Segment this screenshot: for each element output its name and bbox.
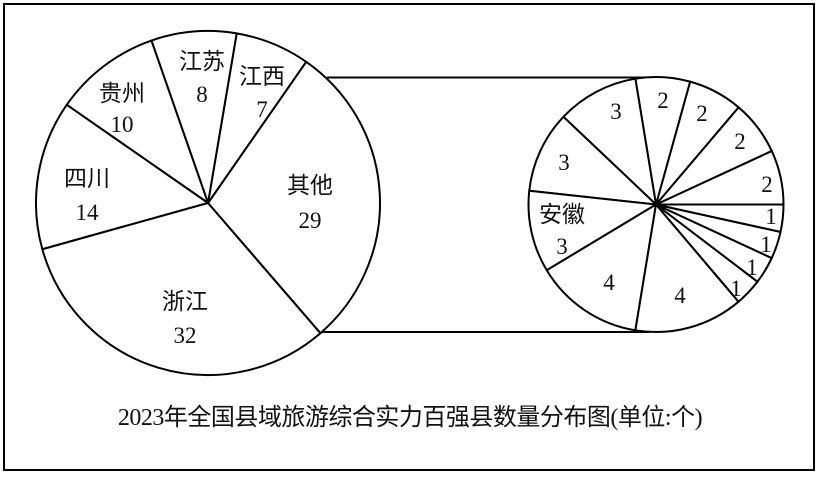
slice-value-label: 32 (174, 323, 197, 348)
slice-value-label: 1 (760, 232, 772, 257)
slice-value-label: 1 (746, 255, 758, 280)
detail-pie-slice (634, 203, 740, 333)
slice-value-label: 2 (657, 88, 669, 113)
slice-value-label: 1 (730, 276, 742, 301)
slice-category-label: 贵州 (99, 81, 145, 106)
slice-category-label: 江西 (239, 64, 285, 89)
slice-category-label: 浙江 (162, 289, 208, 314)
slice-value-label: 2 (734, 129, 746, 154)
detail-pie-slice (655, 203, 785, 233)
slice-value-label: 2 (696, 101, 708, 126)
detail-pie-slice (545, 203, 657, 332)
main-pie: 其他 29 江西 7 江苏 8 贵州 10 四川 14 浙江 32 (35, 30, 381, 376)
main-pie-slice (65, 39, 209, 204)
slice-value-label: 4 (603, 270, 615, 295)
slice-value-label: 29 (299, 208, 322, 233)
connector-lines (322, 76, 650, 333)
slice-category-label: 江苏 (179, 49, 225, 74)
slice-value-label: 10 (111, 112, 134, 137)
slice-value-label: 3 (610, 99, 622, 124)
slice-value-label: 14 (76, 200, 100, 225)
detail-pie-slice (527, 189, 657, 272)
slice-category-label: 其他 (287, 173, 333, 198)
slice-category-label: 四川 (64, 166, 110, 191)
detail-pie-slice (528, 115, 657, 206)
slice-value-label: 7 (256, 97, 268, 122)
main-pie-slice (41, 202, 322, 376)
slice-value-label: 3 (558, 150, 570, 175)
slice-value-label: 3 (556, 234, 568, 259)
slice-value-label: 4 (674, 283, 686, 308)
slice-value-label: 8 (196, 82, 208, 107)
main-pie-slice (207, 60, 381, 335)
chart-frame (3, 3, 815, 471)
slice-category-label: 安徽 (539, 202, 585, 227)
detail-pie-slice (562, 77, 657, 206)
main-pie-slice (35, 103, 209, 251)
chart-caption: 2023年全国县域旅游综合实力百强县数量分布图(单位:个) (117, 405, 703, 431)
slice-value-label: 1 (765, 204, 777, 229)
slice-value-label: 2 (761, 172, 773, 197)
